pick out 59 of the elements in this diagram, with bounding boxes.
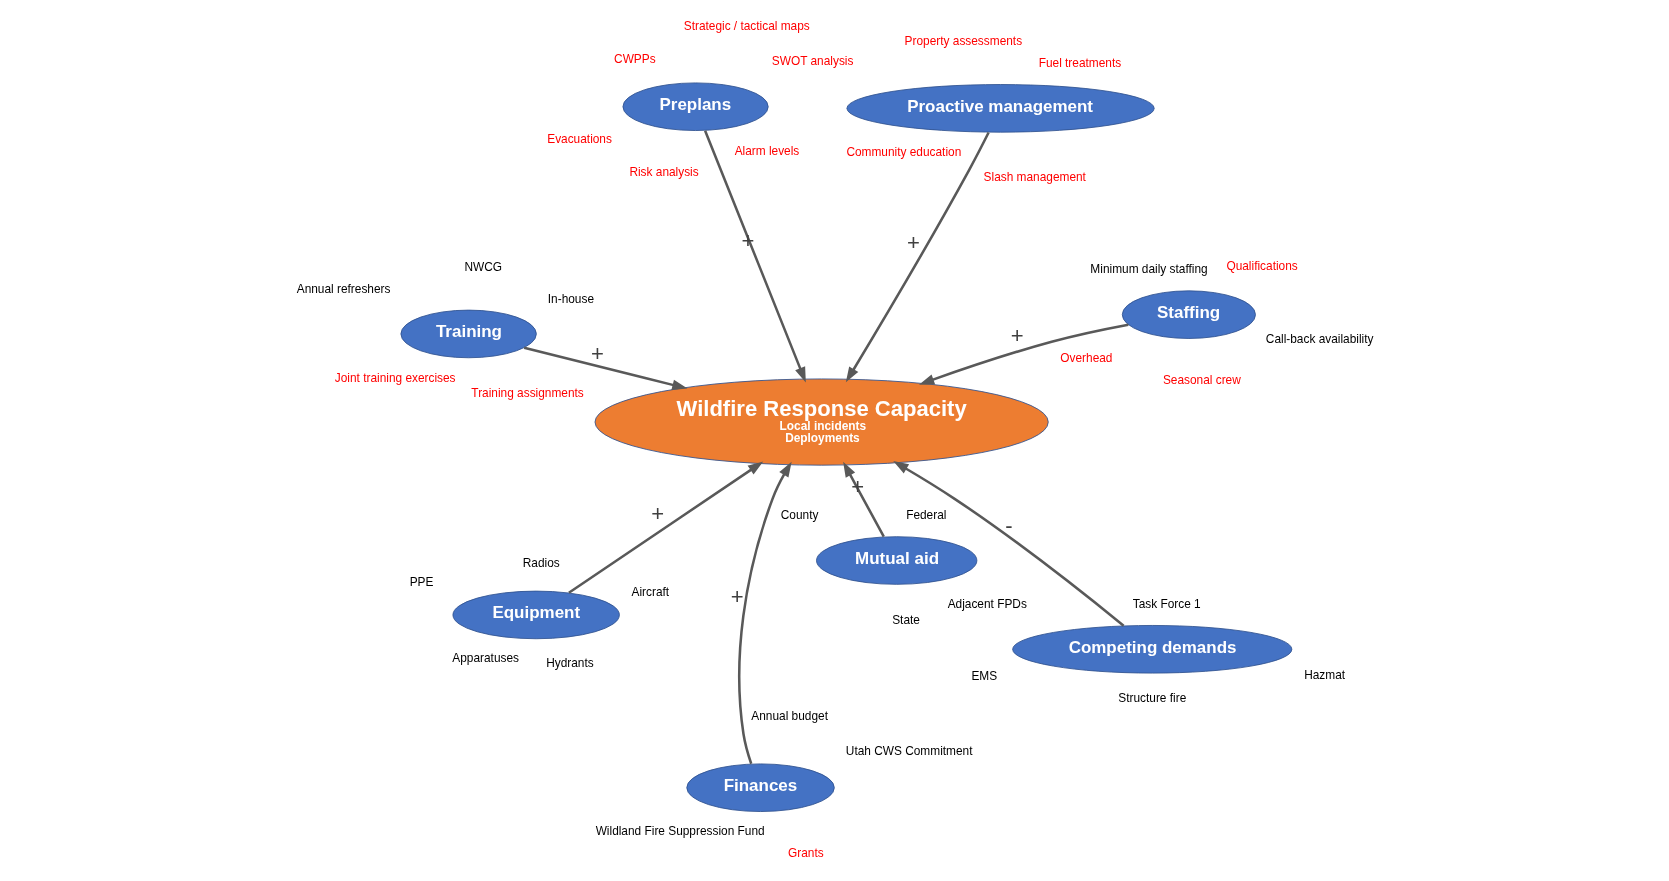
- edge-label: +: [1010, 322, 1024, 348]
- arrow: [567, 461, 763, 594]
- node-label: SWOT analysis: [771, 54, 853, 69]
- node-label: Qualifications: [1225, 259, 1298, 274]
- node-label: Alarm levels: [734, 143, 799, 158]
- arrow: [737, 461, 792, 765]
- node-ellipse: Proactive management: [846, 84, 1155, 133]
- node-label: Annual refreshers: [296, 281, 390, 296]
- node-label: Risk analysis: [628, 164, 699, 179]
- node-label: NWCG: [463, 260, 502, 275]
- node-label: Utah CWS Commitment: [845, 744, 972, 759]
- edge-label: +: [906, 229, 920, 255]
- edge-label: -: [1004, 512, 1013, 538]
- arrow: [703, 130, 806, 383]
- node-label: In-house: [547, 292, 594, 307]
- node-label: Structure fire: [1117, 690, 1186, 705]
- node-label: Strategic / tactical maps: [683, 18, 810, 33]
- node-ellipse: Staffing: [1121, 290, 1256, 339]
- node-label: Adjacent FPDs: [947, 597, 1027, 612]
- node-label: Minimum daily staffing: [1089, 262, 1208, 277]
- node-label: Hazmat: [1303, 668, 1345, 683]
- node-label: Slash management: [983, 169, 1086, 184]
- edge-label: +: [590, 340, 604, 366]
- node-ellipse: Mutual aid: [815, 536, 977, 585]
- node-label: Training assignments: [470, 386, 584, 401]
- node-label: Annual budget: [750, 708, 828, 723]
- edge-label: +: [730, 583, 744, 609]
- node-label: Community education: [845, 144, 961, 159]
- arrow: [842, 461, 885, 538]
- node-label: PPE: [409, 574, 433, 589]
- arrow: [845, 131, 990, 383]
- node-label: Task Force 1: [1132, 596, 1201, 611]
- arrow: [918, 323, 1129, 385]
- node-label: Call-back availability: [1265, 331, 1373, 346]
- node-label: Evacuations: [546, 131, 612, 146]
- node-label: Overhead: [1059, 351, 1112, 366]
- node-label: Seasonal crew: [1162, 372, 1241, 387]
- node-ellipse: Competing demands: [1011, 625, 1292, 674]
- node-label: Hydrants: [545, 656, 594, 671]
- arrow: [523, 346, 688, 391]
- node-label: Grants: [787, 846, 824, 861]
- node-label: Aircraft: [631, 585, 669, 600]
- node-label: Joint training exercises: [334, 371, 456, 386]
- node-ellipse: Finances: [685, 763, 835, 812]
- node-label: State: [891, 613, 920, 628]
- node-label: Property assessments: [904, 33, 1022, 48]
- node-ellipse: Training: [399, 309, 537, 359]
- arrow: [892, 461, 1124, 627]
- node-ellipse: Equipment: [452, 590, 620, 640]
- node-label: CWPPs: [613, 51, 656, 66]
- node-label: Fuel treatments: [1038, 56, 1121, 71]
- node-ellipse: Preplans: [622, 82, 769, 131]
- node-label: Wildland Fire Suppression Fund: [595, 824, 765, 839]
- node-label: EMS: [970, 669, 997, 684]
- node-label: Apparatuses: [451, 651, 519, 666]
- node-label: County: [780, 508, 818, 523]
- node-label: Federal: [905, 508, 946, 523]
- edge-label: +: [650, 501, 664, 527]
- node-label: Radios: [522, 556, 560, 571]
